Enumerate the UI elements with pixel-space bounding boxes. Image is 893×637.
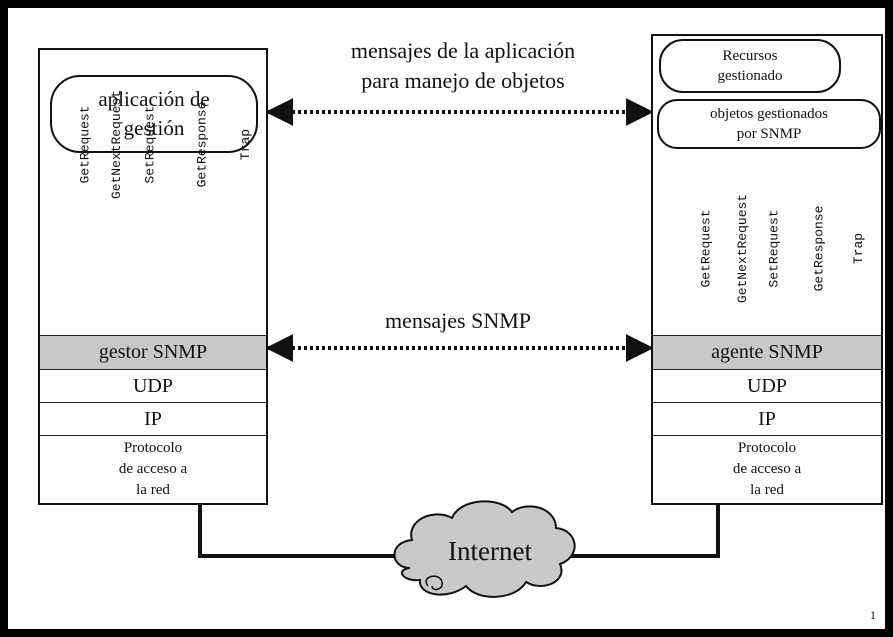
agent-wire (554, 505, 720, 558)
mgr-label-getresponse: GetResponse (194, 101, 210, 187)
mgr-label-getnextrequest: GetNextRequest (109, 89, 125, 199)
agt-label-getresponse: GetResponse (811, 205, 827, 291)
manager-stack: aplicación de gestión GetRequest GetNext… (38, 48, 268, 505)
agt-label-trap: Trap (851, 232, 867, 264)
agt-label-getnextrequest: GetNextRequest (735, 193, 751, 303)
management-app-box: aplicación de gestión (50, 75, 258, 153)
app-message-label: mensajes de la aplicación para manejo de… (350, 38, 576, 93)
agent-snmp-layer: agente SNMP (653, 335, 881, 369)
manager-access-layer: Protocolo de acceso a la red (40, 435, 266, 503)
corner-mark: 1 (870, 608, 876, 622)
internet-label: Internet (448, 536, 532, 566)
resources-box: Recursos gestionado (659, 39, 841, 93)
agent-ip-layer: IP (653, 402, 881, 435)
mgr-label-getrequest: GetRequest (77, 104, 93, 184)
managed-objects-box: objetos gestionados por SNMP (657, 99, 881, 149)
mgr-label-setrequest: SetRequest (142, 104, 158, 184)
agent-access-layer: Protocolo de acceso a la red (653, 435, 881, 503)
agent-udp-layer: UDP (653, 369, 881, 402)
manager-wire (198, 505, 408, 558)
cloud-swirl (425, 575, 443, 591)
agt-label-setrequest: SetRequest (766, 208, 782, 288)
manager-udp-layer: UDP (40, 369, 266, 402)
diagram-frame: mensajes de la aplicación para manejo de… (8, 8, 885, 629)
internet-cloud (393, 500, 576, 598)
manager-ip-layer: IP (40, 402, 266, 435)
mgr-label-trap: Trap (238, 128, 254, 160)
agent-stack: Recursos gestionado objetos gestionados … (651, 34, 883, 505)
manager-snmp-layer: gestor SNMP (40, 335, 266, 369)
snmp-message-label: mensajes SNMP (384, 308, 532, 333)
agt-label-getrequest: GetRequest (698, 208, 714, 288)
